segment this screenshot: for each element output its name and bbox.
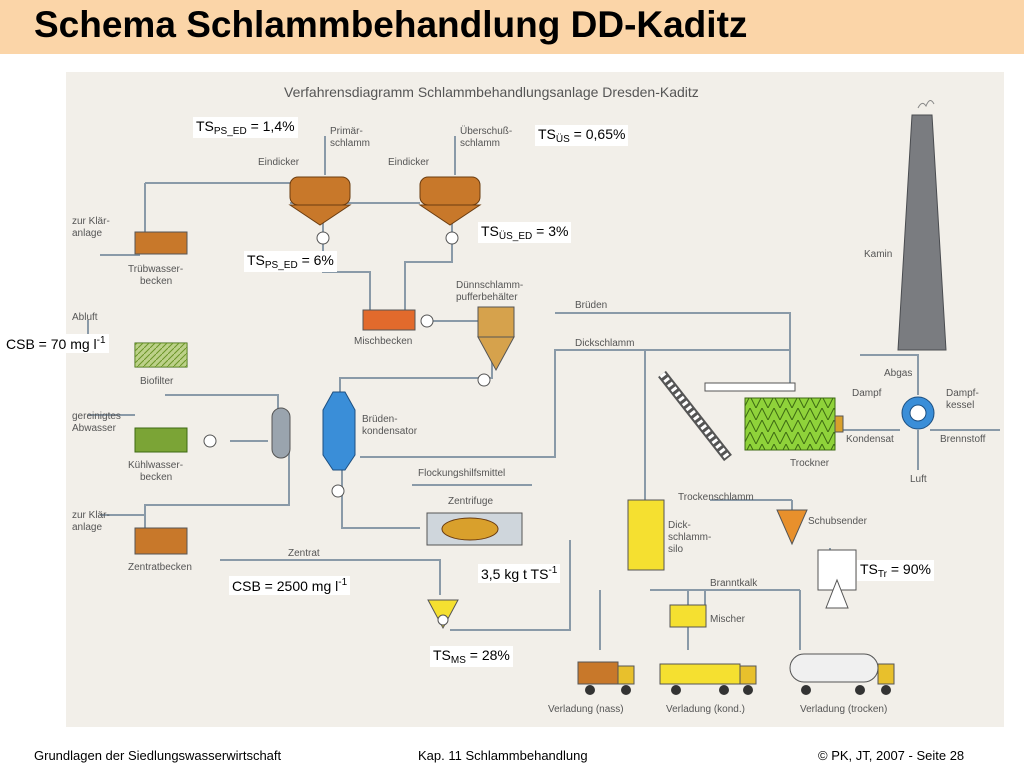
label-kuehlwasser-2: becken [140, 472, 172, 483]
label-abgas: Abgas [884, 368, 912, 379]
label-duennschlamm-1: Dünnschlamm- [456, 280, 523, 291]
label-dampfkessel-2: kessel [946, 400, 974, 411]
annotation-ts-ps-ed-1: TSPS_ED = 1,4% [193, 117, 298, 138]
dickschlammsilo [627, 499, 665, 571]
label-dickschlammsilo-3: silo [668, 544, 683, 555]
label-duennschlamm-2: pufferbehälter [456, 292, 518, 303]
label-ueberschuss-2: schlamm [460, 138, 500, 149]
label-verladung-trocken: Verladung (trocken) [800, 704, 887, 715]
label-mischer: Mischer [710, 614, 746, 625]
label-mischbecken: Mischbecken [354, 336, 412, 347]
label-trockner: Trockner [790, 458, 830, 469]
label-ueberschuss-1: Überschuß- [460, 125, 512, 137]
label-brueden: Brüden [575, 300, 607, 311]
footer-right: © PK, JT, 2007 - Seite 28 [818, 748, 965, 763]
label-zur-klaeranlage-bottom-2: anlage [72, 522, 102, 533]
trockenschlammsilo [817, 549, 857, 609]
label-verladung-nass: Verladung (nass) [548, 704, 624, 715]
label-dampfkessel-1: Dampf- [946, 388, 979, 399]
mischschlamm-trichter [427, 599, 459, 630]
label-eindicker-left: Eindicker [258, 157, 300, 168]
mischer [669, 604, 707, 628]
footer-left: Grundlagen der Siedlungswasserwirtschaft [34, 748, 282, 763]
kuehlwasserbecken [134, 427, 217, 453]
diagram-background [66, 72, 1004, 727]
label-kondensat: Kondensat [846, 434, 894, 445]
annotation-ts-ms: TSMS = 28% [430, 646, 513, 667]
annotation-csb-2500: CSB = 2500 mg l-1 [229, 576, 351, 595]
dampfkessel [901, 396, 935, 430]
label-truebwasser-1: Trübwasser- [128, 264, 183, 275]
brueden-kondensator [322, 391, 356, 498]
label-gereinigtes-1: gereinigtes [72, 411, 121, 422]
mischbecken [362, 309, 434, 331]
label-kuehlwasser-1: Kühlwasser- [128, 460, 183, 471]
biofilter [134, 342, 188, 368]
label-dickschlammsilo-1: Dick- [668, 520, 691, 531]
truebwasserbecken [134, 231, 188, 255]
label-primaerschlamm-2: schlamm [330, 138, 370, 149]
label-zentrat: Zentrat [288, 548, 320, 559]
label-verladung-kond: Verladung (kond.) [666, 704, 745, 715]
lkw-nass [577, 661, 635, 695]
annotation-ts-ues-ed: TSÜS_ED = 3% [478, 222, 572, 243]
label-biofilter: Biofilter [140, 376, 174, 387]
title-bar [0, 0, 1024, 54]
waescher-vessel [271, 407, 291, 459]
label-brueden-kond-2: kondensator [362, 426, 418, 437]
label-schubsender: Schubsender [808, 516, 868, 527]
label-kamin: Kamin [864, 249, 892, 260]
label-zentrifuge: Zentrifuge [448, 496, 493, 507]
footer-center: Kap. 11 Schlammbehandlung [418, 748, 588, 763]
label-truebwasser-2: becken [140, 276, 172, 287]
label-dickschlammsilo-2: schlamm- [668, 532, 711, 543]
label-primaerschlamm-1: Primär- [330, 126, 363, 137]
annotation-kg-ts: 3,5 kg t TS-1 [478, 564, 561, 583]
lkw-kond [659, 663, 757, 695]
slide-title: Schema Schlammbehandlung DD-Kaditz [34, 4, 748, 45]
label-zur-klaeranlage-bottom-1: zur Klär- [72, 510, 110, 521]
label-zur-klaeranlage-top-1: zur Klär- [72, 216, 110, 227]
annotation-ts-ps-ed-2: TSPS_ED = 6% [244, 251, 337, 272]
trockner [744, 397, 844, 451]
eindicker-left [288, 176, 352, 245]
label-brennstoff: Brennstoff [940, 434, 986, 445]
label-gereinigtes-2: Abwasser [72, 423, 117, 434]
zentrifuge [412, 484, 532, 546]
label-dampf: Dampf [852, 388, 882, 399]
duennschlamm-pufferbehaelter [477, 306, 515, 387]
annotation-csb-70: CSB = 70 mg l-1 [3, 334, 109, 353]
label-zentratbecken: Zentratbecken [128, 562, 192, 573]
label-zur-klaeranlage-top-2: anlage [72, 228, 102, 239]
lkw-trocken [789, 653, 895, 695]
label-luft: Luft [910, 474, 927, 485]
label-eindicker-right: Eindicker [388, 157, 430, 168]
annotation-ts-ues: TSÜS = 0,65% [535, 125, 629, 146]
annotation-ts-tr: TSTr = 90% [857, 560, 934, 581]
label-brueden-kond-1: Brüden- [362, 414, 398, 425]
label-flockungshilfsmittel: Flockungshilfsmittel [418, 468, 505, 479]
label-trockenschlamm: Trockenschlamm [678, 492, 754, 503]
kamin [897, 100, 947, 351]
label-abluft: Abluft [72, 312, 98, 323]
label-branntkalk: Branntkalk [710, 578, 758, 589]
label-dickschlamm: Dickschlamm [575, 338, 634, 349]
eindicker-right [418, 176, 482, 245]
schneckenfoerderer [658, 370, 796, 462]
diagram-heading: Verfahrensdiagramm Schlammbehandlungsanl… [284, 84, 699, 100]
schubsender [776, 509, 808, 546]
zentratbecken [134, 527, 188, 555]
